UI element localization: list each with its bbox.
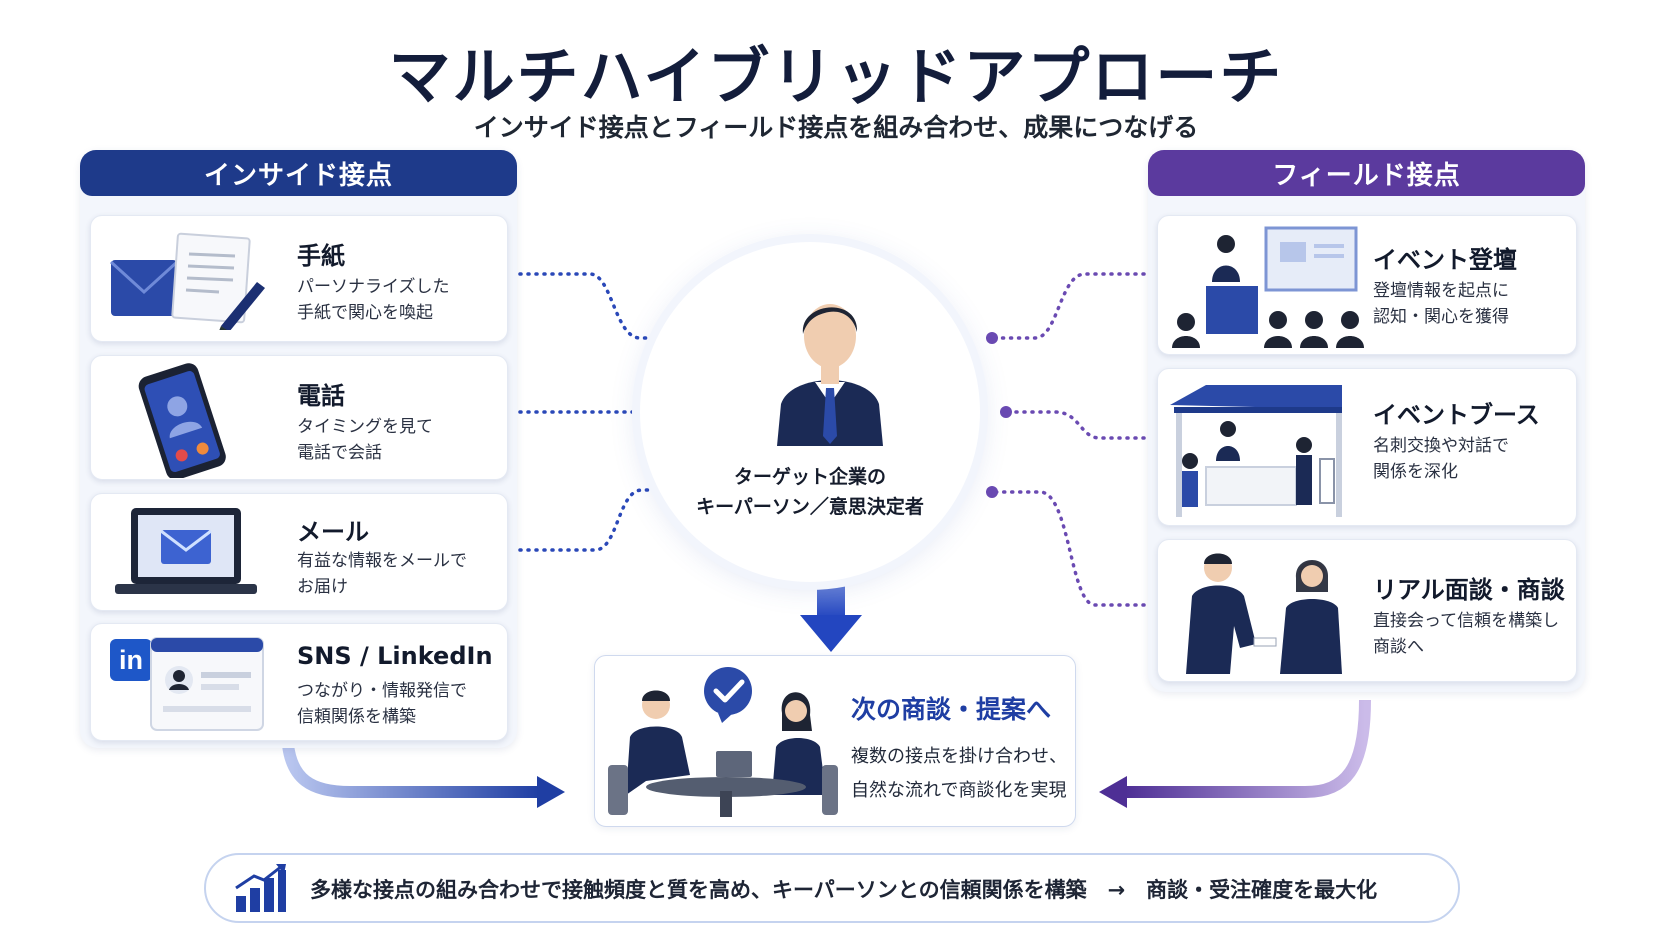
card-desc: タイミングを見て電話で会話 — [297, 417, 433, 463]
card-title: イベント登壇 — [1373, 246, 1517, 274]
field-card-meeting[interactable]: リアル面談・商談 直接会って信頼を構築し商談へ — [1157, 539, 1577, 682]
inside-card-email[interactable]: メール 有益な情報をメールでお届け — [90, 493, 508, 611]
field-panel-header: フィールド接点 — [1148, 150, 1585, 196]
next-step-desc: 複数の接点を掛け合わせ、自然な流れで商談化を実現 — [851, 746, 1067, 801]
booth-icon — [1170, 385, 1342, 517]
card-title: 手紙 — [297, 242, 345, 270]
linkedin-icon: in — [110, 639, 152, 681]
field-card-booth[interactable]: イベントブース 名刺交換や対話で関係を深化 — [1157, 368, 1577, 526]
inside-card-phone[interactable]: 電話 タイミングを見て電話で会話 — [90, 355, 508, 480]
connector-meeting — [992, 490, 1154, 607]
right-flow-arrow — [1125, 699, 1371, 798]
phone-icon — [138, 363, 226, 478]
summary-bar — [204, 853, 1460, 923]
summary-text: 多様な接点の組み合わせで接触頻度と質を高め、キーパーソンとの信頼関係を構築 → … — [310, 878, 1378, 902]
target-label-line2: キーパーソン／意思決定者 — [696, 496, 924, 518]
field-connectors — [992, 272, 1154, 607]
connector-email — [510, 488, 670, 552]
speaker-icon — [1172, 226, 1364, 348]
right-flow-arrowhead — [1099, 776, 1127, 808]
profile-window-icon — [150, 637, 264, 731]
left-flow-arrow — [282, 744, 540, 798]
letter-icon — [109, 232, 265, 330]
connector-dot — [986, 486, 998, 498]
card-desc: 登壇情報を起点に認知・関心を獲得 — [1373, 281, 1509, 327]
inside-card-letter[interactable]: 手紙 パーソナライズした手紙で関心を喚起 — [90, 215, 508, 342]
card-desc: 名刺交換や対話で関係を深化 — [1373, 436, 1509, 482]
inside-panel-header: インサイド接点 — [80, 150, 517, 196]
down-arrow-head — [800, 615, 862, 652]
connector-dot — [986, 332, 998, 344]
card-title: リアル面談・商談 — [1373, 576, 1565, 604]
connector-dot — [1000, 406, 1012, 418]
email-laptop-icon — [115, 508, 257, 594]
card-desc: 有益な情報をメールでお届け — [297, 551, 467, 597]
card-title: 電話 — [297, 382, 345, 410]
inside-connectors — [510, 272, 670, 552]
card-title: SNS / LinkedIn — [297, 642, 493, 670]
business-meeting-icon — [608, 667, 838, 817]
card-title: イベントブース — [1373, 401, 1540, 429]
growth-chart-icon — [235, 864, 286, 912]
connector-booth — [1006, 410, 1154, 440]
keyperson-icon — [777, 304, 883, 446]
field-card-speaker[interactable]: イベント登壇 登壇情報を起点に認知・関心を獲得 — [1157, 215, 1577, 355]
inside-card-sns[interactable]: in SNS / LinkedIn つながり・情報発信で信頼関係を構築 — [90, 623, 508, 741]
connector-speaker — [992, 272, 1154, 340]
page-title: マルチハイブリッドアプローチ — [388, 40, 1284, 113]
card-title: メール — [297, 518, 369, 546]
target-label-line1: ターゲット企業の — [733, 466, 886, 488]
page-subtitle: インサイド接点とフィールド接点を組み合わせ、成果につなげる — [473, 113, 1199, 142]
card-desc: つながり・情報発信で信頼関係を構築 — [297, 681, 467, 727]
card-desc: パーソナライズした手紙で関心を喚起 — [297, 277, 450, 323]
left-flow-arrowhead — [537, 776, 565, 808]
handshake-icon — [1186, 553, 1342, 674]
next-step-title: 次の商談・提案へ — [851, 695, 1052, 724]
card-desc: 直接会って信頼を構築し商談へ — [1373, 611, 1560, 657]
connector-letter — [510, 272, 670, 340]
